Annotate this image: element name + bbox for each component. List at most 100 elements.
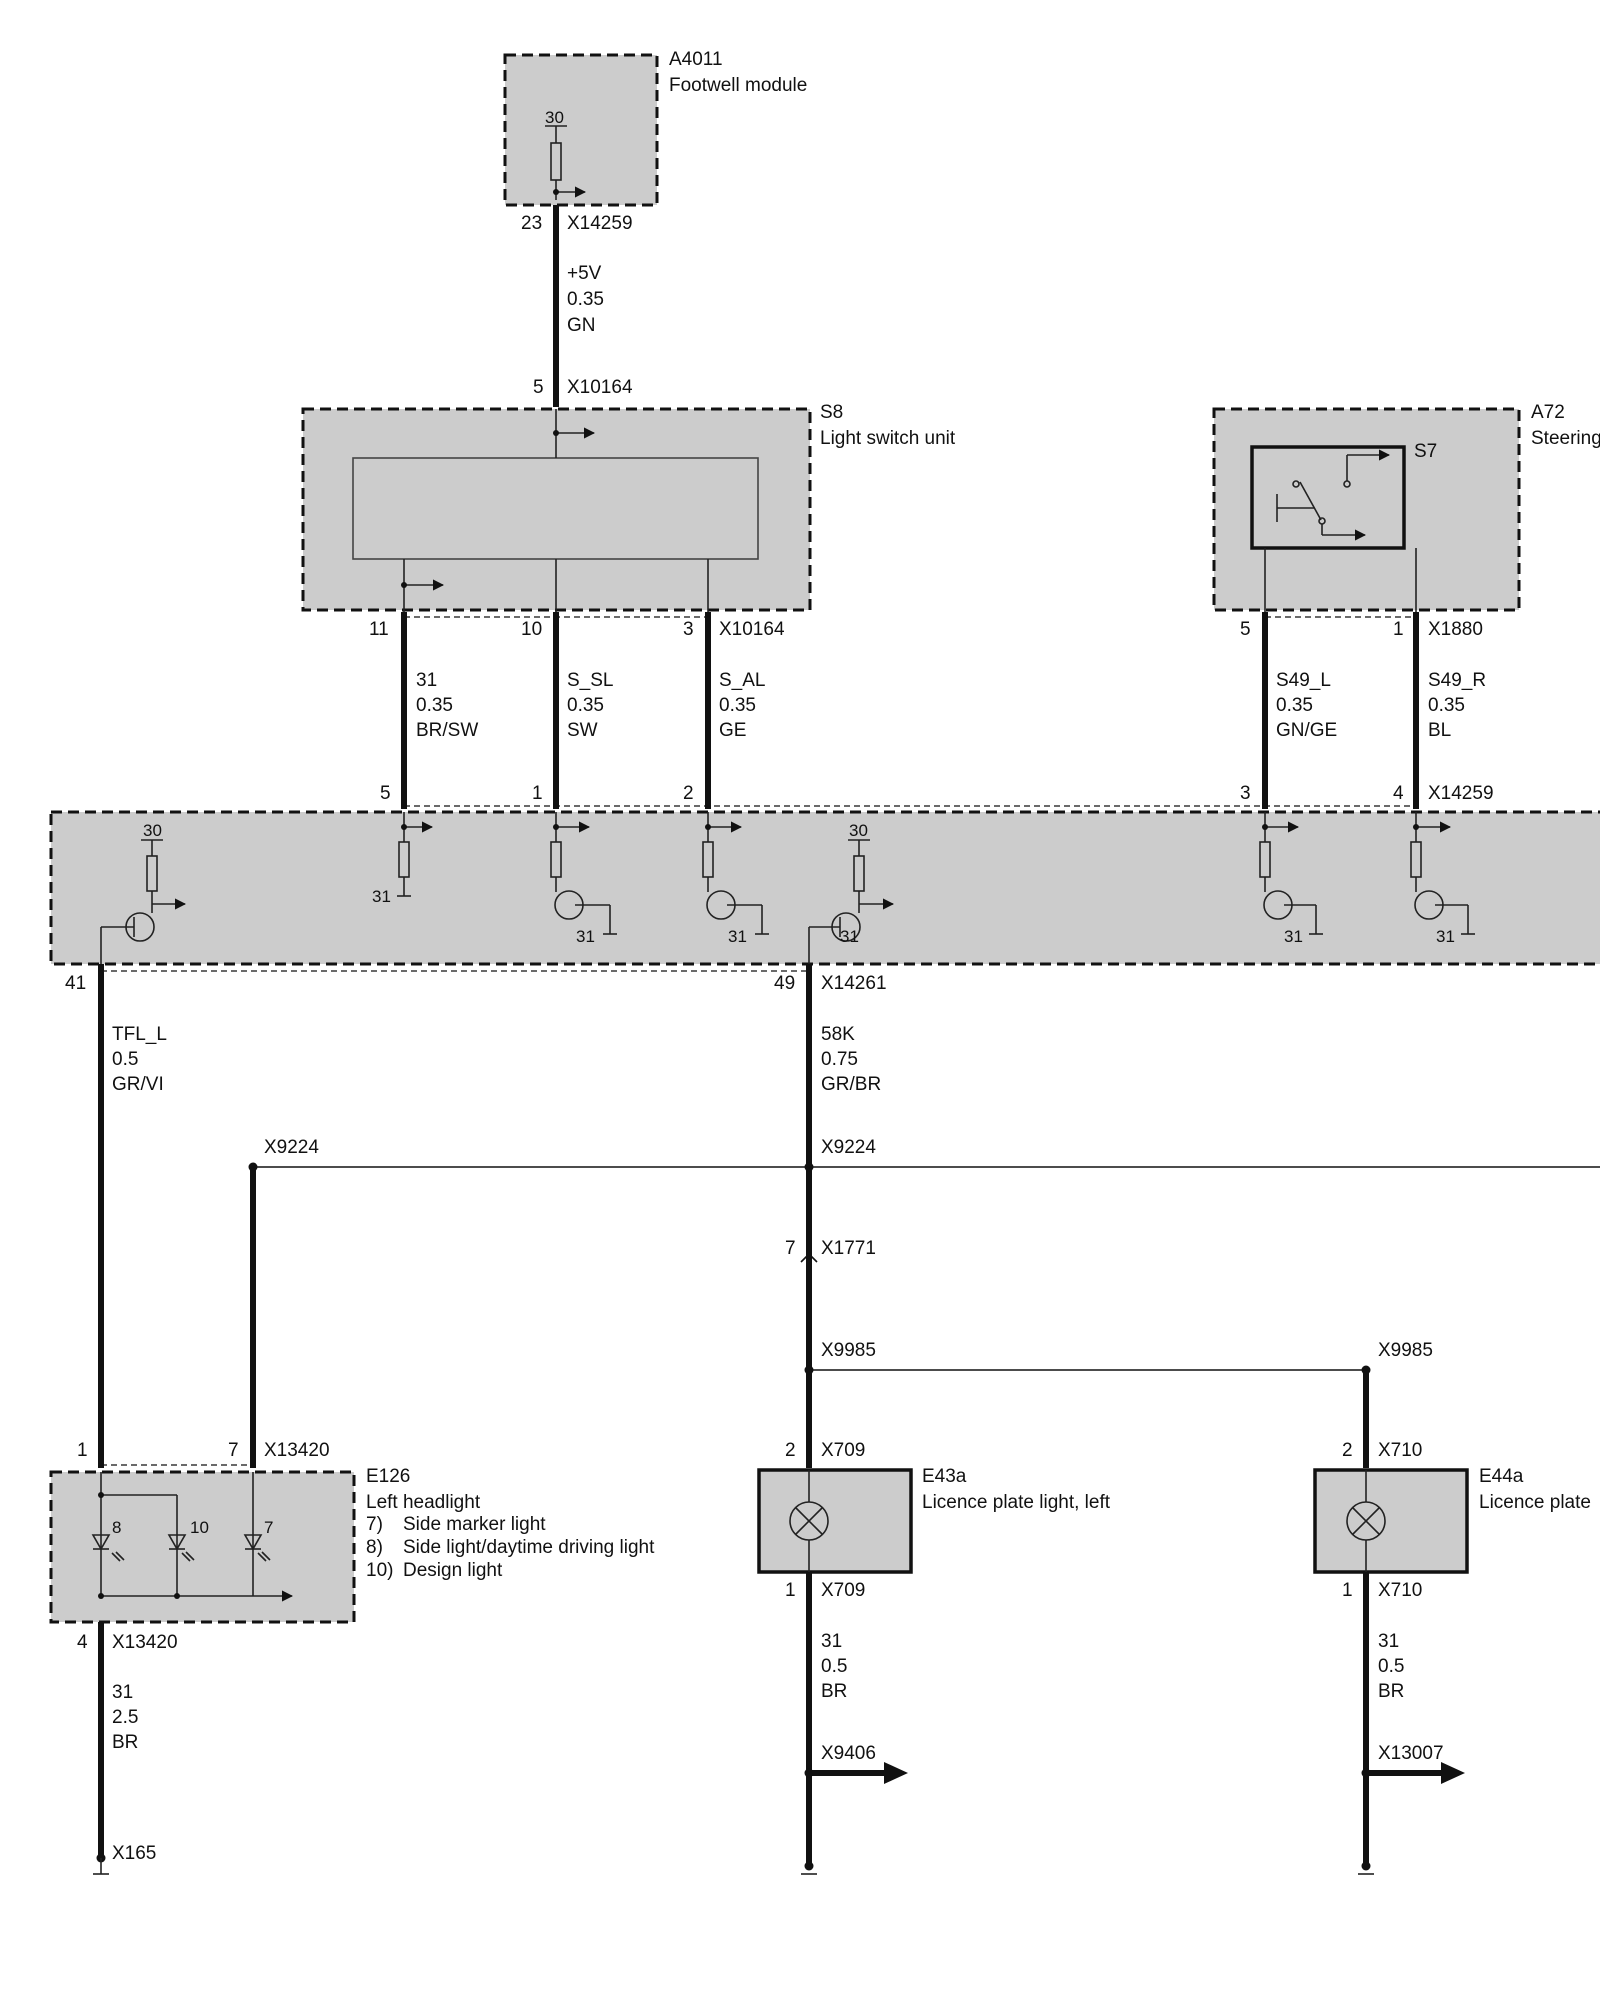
s8-top-pin: 5 xyxy=(533,377,544,398)
wire-s-sl-gauge: 0.35 xyxy=(567,695,604,716)
e43a-bottom-connector: X709 xyxy=(821,1580,865,1601)
module-s8[interactable]: S8 Light switch unit xyxy=(301,402,956,612)
x1771-connector: X1771 xyxy=(821,1238,876,1259)
e126-bottom-connector: X13420 xyxy=(112,1632,178,1653)
wire-s-al-signal: S_AL xyxy=(719,670,765,691)
wire-tfl-l-gauge: 0.5 xyxy=(112,1049,138,1070)
x9985-right-label: X9985 xyxy=(1378,1340,1433,1361)
fwm-top-pin-4: 4 xyxy=(1393,783,1404,804)
fwm-ground-1: 31 xyxy=(576,927,595,946)
e126-legend-text-8: Side light/daytime driving light xyxy=(403,1537,655,1558)
fwm-top-pin-3: 3 xyxy=(1240,783,1251,804)
e126-bottom-pin: 4 xyxy=(77,1632,88,1653)
wire-ground-left-color: BR xyxy=(112,1732,138,1753)
module-a72[interactable]: S7 A72 Steering xyxy=(1212,402,1600,612)
fwm-pin-49: 49 xyxy=(774,973,795,994)
wire-5v-signal: +5V xyxy=(567,263,602,284)
e126-led-7: 7 xyxy=(264,1518,273,1537)
wire-s49-l-gauge: 0.35 xyxy=(1276,695,1313,716)
e43a-top-pin: 2 xyxy=(785,1440,796,1461)
fwm-top-pin-5: 5 xyxy=(380,783,391,804)
wire-ground-left-gauge: 2.5 xyxy=(112,1707,138,1728)
wire-58k-color: GR/BR xyxy=(821,1074,881,1095)
x13007-label: X13007 xyxy=(1378,1743,1444,1764)
e126-id: E126 xyxy=(366,1466,410,1487)
wire-31-color: BR/SW xyxy=(416,720,478,741)
fwm-ground-2: 31 xyxy=(728,927,747,946)
e126-name: Left headlight xyxy=(366,1492,481,1513)
e126-pin-7: 7 xyxy=(228,1440,239,1461)
wire-ground-left-signal: 31 xyxy=(112,1682,133,1703)
e44a-top-pin: 2 xyxy=(1342,1440,1353,1461)
x9406-label: X9406 xyxy=(821,1743,876,1764)
ground-x165-label: X165 xyxy=(112,1843,156,1864)
e43a-bottom-pin: 1 xyxy=(785,1580,796,1601)
a72-pin-5: 5 xyxy=(1240,619,1251,640)
fwm-top-pin-2: 2 xyxy=(683,783,694,804)
fwm-ground-5: 31 xyxy=(372,887,391,906)
lamp-e44a[interactable] xyxy=(1313,1468,1469,1574)
wire-ground-mid-gauge: 0.5 xyxy=(821,1656,847,1677)
wire-s-sl-color: SW xyxy=(567,720,598,741)
a72-pin-1: 1 xyxy=(1393,619,1404,640)
x1771-pin: 7 xyxy=(785,1238,796,1259)
lamp-e43a[interactable] xyxy=(757,1468,913,1574)
fwm-supply-right: 30 xyxy=(849,821,868,840)
e126-top-connector: X13420 xyxy=(264,1440,330,1461)
wire-s-al-color: GE xyxy=(719,720,746,741)
a4011-name: Footwell module xyxy=(669,75,807,96)
module-e126[interactable]: 8 10 7 xyxy=(49,1470,356,1624)
fwm-top-pin-1: 1 xyxy=(532,783,543,804)
e126-pin-1: 1 xyxy=(77,1440,88,1461)
wire-58k-signal: 58K xyxy=(821,1024,855,1045)
wire-31-signal: 31 xyxy=(416,670,437,691)
e44a-bottom-pin: 1 xyxy=(1342,1580,1353,1601)
module-fwm-lower[interactable]: 30 31 31 31 xyxy=(49,810,1600,966)
e126-legend-text-10: Design light xyxy=(403,1560,503,1581)
fwm-ground-4: 31 xyxy=(1436,927,1455,946)
arrow-x13007 xyxy=(1441,1762,1465,1784)
wire-5v-color: GN xyxy=(567,315,596,336)
a4011-connector: X14259 xyxy=(567,213,633,234)
fwm-ground-3: 31 xyxy=(1284,927,1303,946)
fwm-pin-41: 41 xyxy=(65,973,86,994)
x9224-left-label: X9224 xyxy=(264,1137,319,1158)
s8-name: Light switch unit xyxy=(820,428,956,449)
wire-s49-l-signal: S49_L xyxy=(1276,670,1331,691)
wire-s-al-gauge: 0.35 xyxy=(719,695,756,716)
wire-5v-gauge: 0.35 xyxy=(567,289,604,310)
e43a-name: Licence plate light, left xyxy=(922,1492,1111,1513)
e126-led-8: 8 xyxy=(112,1518,121,1537)
s8-pin-10: 10 xyxy=(521,619,542,640)
s8-top-connector: X10164 xyxy=(567,377,633,398)
fwm-ground-58k: 31 xyxy=(840,927,859,946)
a72-connector: X1880 xyxy=(1428,619,1483,640)
a72-id: A72 xyxy=(1531,402,1565,423)
wire-s49-r-signal: S49_R xyxy=(1428,670,1486,691)
wire-ground-mid-signal: 31 xyxy=(821,1631,842,1652)
e43a-id: E43a xyxy=(922,1466,967,1487)
a4011-pin: 23 xyxy=(521,213,542,234)
a4011-supply-label: 30 xyxy=(545,108,564,127)
arrow-x9406 xyxy=(884,1762,908,1784)
a72-switch-label: S7 xyxy=(1414,441,1437,462)
e44a-id: E44a xyxy=(1479,1466,1524,1487)
e43a-top-connector: X709 xyxy=(821,1440,865,1461)
x9985-left-label: X9985 xyxy=(821,1340,876,1361)
e44a-top-connector: X710 xyxy=(1378,1440,1422,1461)
e44a-name: Licence plate xyxy=(1479,1492,1591,1513)
e126-legend-num-7: 7) xyxy=(366,1514,383,1535)
wire-ground-right-signal: 31 xyxy=(1378,1631,1399,1652)
fwm-bottom-connector: X14261 xyxy=(821,973,887,994)
wire-s49-l-color: GN/GE xyxy=(1276,720,1337,741)
s8-id: S8 xyxy=(820,402,843,423)
wire-ground-mid-color: BR xyxy=(821,1681,847,1702)
s8-pin-11: 11 xyxy=(369,619,389,640)
module-a4011[interactable]: 30 A4011 Footwell module xyxy=(503,49,807,207)
wire-ground-right-color: BR xyxy=(1378,1681,1404,1702)
e126-legend-num-8: 8) xyxy=(366,1537,383,1558)
a72-name: Steering xyxy=(1531,428,1600,449)
e126-legend-num-10: 10) xyxy=(366,1560,393,1581)
e126-led-10: 10 xyxy=(190,1518,209,1537)
